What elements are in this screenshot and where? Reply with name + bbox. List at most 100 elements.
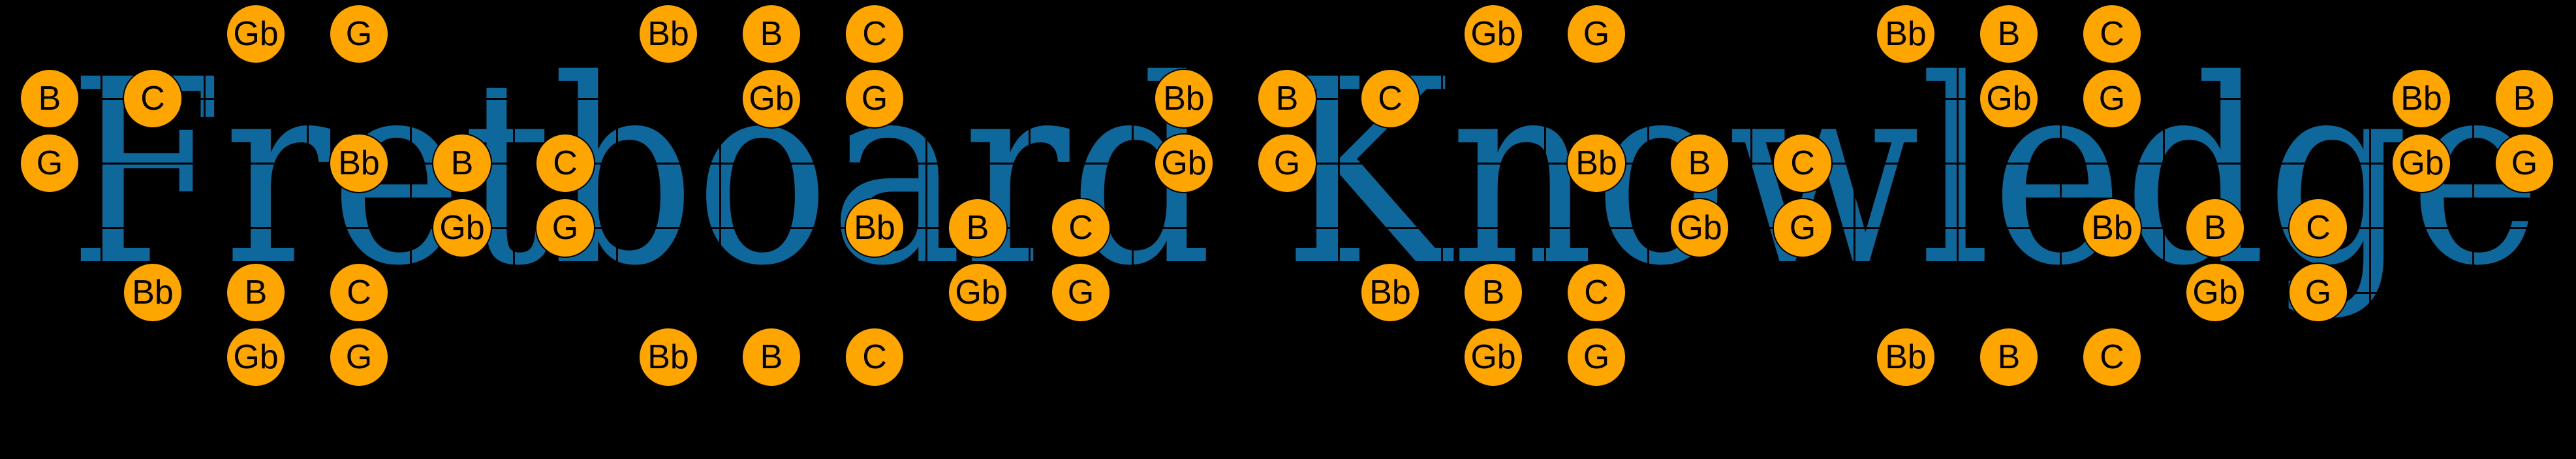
note-label: G (1067, 274, 1094, 311)
string-line (18, 291, 2576, 294)
note-circle: C (535, 133, 595, 193)
fret-line (409, 33, 412, 358)
note-circle: G (845, 69, 905, 129)
note-label: G (1583, 338, 1610, 376)
note-circle: G (1051, 262, 1111, 323)
note-label: G (1789, 209, 1816, 247)
fret-line (100, 33, 102, 358)
note-label: B (1688, 144, 1711, 182)
string-line (18, 356, 2576, 358)
fret-line (2059, 33, 2062, 358)
note-circle: G (1257, 133, 1317, 193)
fret-line (1544, 33, 1546, 358)
fret-line (1956, 33, 1959, 358)
note-label: B (1997, 338, 2021, 376)
note-circle: B (20, 69, 80, 129)
note-circle: Gb (1669, 198, 1730, 258)
note-circle: C (329, 262, 389, 323)
note-label: B (1997, 15, 2021, 53)
note-circle: Gb (2391, 133, 2451, 193)
note-label: Bb (338, 144, 380, 182)
note-label: Gb (439, 209, 485, 247)
note-circle: Bb (2391, 69, 2451, 129)
fret-line (306, 33, 309, 358)
note-label: B (1275, 80, 1299, 118)
fret-line (1647, 33, 1649, 358)
note-circle: G (329, 327, 389, 387)
note-circle: B (1463, 262, 1523, 323)
note-label: B (2513, 80, 2536, 118)
note-label: Bb (1575, 144, 1617, 182)
note-circle: C (2288, 198, 2348, 258)
note-circle: G (20, 133, 80, 193)
fret-line (1440, 33, 1443, 358)
note-circle: G (329, 4, 389, 64)
note-label: Bb (1885, 338, 1927, 376)
note-circle: Gb (226, 327, 286, 387)
note-circle: C (123, 69, 183, 129)
fret-line (925, 33, 927, 358)
note-circle: B (741, 327, 801, 387)
note-label: C (2306, 209, 2331, 247)
note-label: G (345, 15, 373, 53)
note-label: G (2511, 144, 2538, 182)
note-circle: Gb (226, 4, 286, 64)
note-label: Gb (2192, 274, 2238, 311)
note-label: Gb (233, 15, 279, 53)
fret-line (2368, 33, 2371, 358)
note-label: G (551, 209, 579, 247)
note-label: Bb (1163, 80, 1205, 118)
note-label: G (345, 338, 373, 376)
note-circle: Gb (741, 69, 801, 129)
note-circle: G (2288, 262, 2348, 323)
note-label: Gb (1470, 15, 1516, 53)
note-label: C (1584, 274, 1609, 311)
fret-line (512, 33, 515, 358)
note-label: Gb (1677, 209, 1722, 247)
note-label: B (760, 15, 783, 53)
note-label: B (2203, 209, 2227, 247)
note-circle: G (2494, 133, 2554, 193)
note-label: C (1068, 209, 1093, 247)
note-circle: G (2082, 69, 2142, 129)
note-circle: C (845, 4, 905, 64)
note-label: C (140, 80, 165, 118)
note-label: Gb (1470, 338, 1516, 376)
note-circle: Bb (638, 327, 698, 387)
note-circle: Bb (2082, 198, 2142, 258)
note-circle: C (1773, 133, 1833, 193)
note-circle: Bb (1154, 69, 1214, 129)
note-label: G (2098, 80, 2126, 118)
note-circle: B (948, 198, 1008, 258)
note-circle: B (2185, 198, 2245, 258)
note-circle: Bb (329, 133, 389, 193)
fret-line (2162, 33, 2165, 358)
note-label: Bb (2400, 80, 2442, 118)
note-circle: B (1979, 327, 2039, 387)
note-circle: Gb (432, 198, 492, 258)
note-circle: C (1051, 198, 1111, 258)
note-circle: B (2494, 69, 2554, 129)
note-label: B (1482, 274, 1505, 311)
note-circle: Gb (948, 262, 1008, 323)
note-label: Gb (233, 338, 279, 376)
note-circle: C (1360, 69, 1420, 129)
note-label: Bb (1369, 274, 1411, 311)
note-circle: C (845, 327, 905, 387)
note-circle: Gb (1463, 4, 1523, 64)
note-circle: G (1566, 327, 1626, 387)
note-label: B (760, 338, 783, 376)
string-line (18, 227, 2576, 229)
note-circle: Bb (1876, 4, 1936, 64)
note-circle: G (1773, 198, 1833, 258)
note-label: Bb (854, 209, 895, 247)
note-circle: G (535, 198, 595, 258)
note-circle: B (1257, 69, 1317, 129)
note-label: C (347, 274, 371, 311)
note-circle: Gb (1463, 327, 1523, 387)
note-circle: Bb (638, 4, 698, 64)
note-label: Gb (1161, 144, 1207, 182)
note-circle: C (2082, 327, 2142, 387)
fret-line (203, 33, 206, 358)
